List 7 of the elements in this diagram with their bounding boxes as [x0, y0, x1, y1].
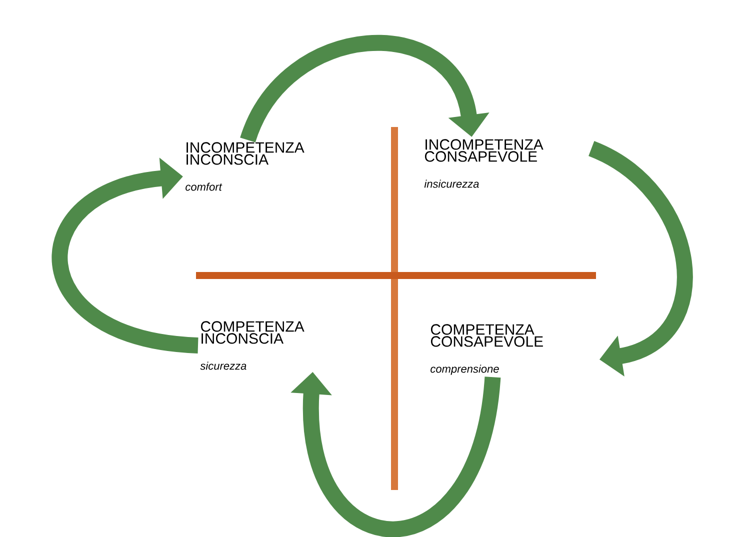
curved-arrow [52, 158, 199, 354]
quadrant-label: INCOMPETENZA INCONSCIA comfort [186, 142, 304, 191]
quadrant-label: COMPETENZA INCONSCIA sicurezza [200, 321, 304, 370]
quadrant-label: INCOMPETENZA CONSAPEVOLE insicurezza [424, 139, 544, 188]
curved-arrow [588, 141, 693, 376]
quadrant-label: COMPETENZA CONSAPEVOLE comprensione [430, 324, 543, 375]
curved-arrow [240, 35, 490, 144]
